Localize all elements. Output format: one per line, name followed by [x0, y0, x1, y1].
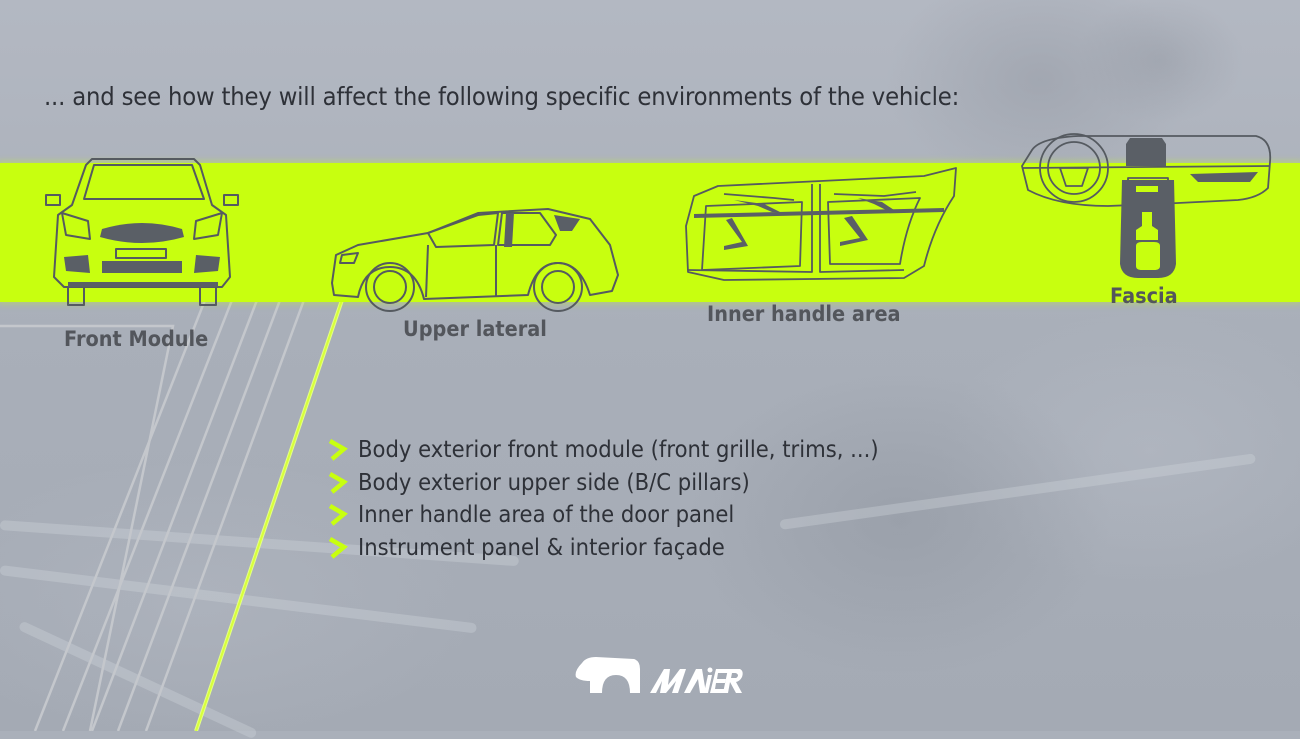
environment-label-upper-lateral: Upper lateral	[403, 317, 547, 341]
car-front-view-icon	[44, 157, 240, 307]
chevron-right-icon	[328, 439, 348, 461]
bullet-text: Body exterior upper side (B/C pillars)	[358, 469, 750, 496]
environment-label-inner-handle-area: Inner handle area	[707, 302, 901, 326]
bullet-item: Instrument panel & interior façade	[326, 532, 924, 565]
chevron-right-icon	[328, 536, 348, 559]
bullet-text: Body exterior front module (front grille…	[358, 437, 879, 464]
maier-logo	[572, 655, 744, 699]
dashboard-icon	[1018, 128, 1272, 280]
bullet-text: Instrument panel & interior façade	[358, 534, 725, 561]
bullet-item: Body exterior upper side (B/C pillars)	[326, 467, 924, 500]
bullet-text: Inner handle area of the door panel	[358, 502, 735, 529]
maier-bear-logo-icon	[575, 657, 743, 693]
door-panel-icon	[684, 166, 960, 286]
car-side-view-icon	[328, 205, 620, 313]
bullet-item: Inner handle area of the door panel	[326, 499, 924, 532]
chevron-right-icon	[328, 471, 348, 494]
bullet-item: Body exterior front module (front grille…	[326, 434, 924, 467]
environment-label-fascia: Fascia	[1110, 284, 1178, 308]
environment-bullet-list: Body exterior front module (front grille…	[326, 434, 924, 564]
decorative-lines	[0, 300, 344, 731]
slide-heading: ... and see how they will affect the fol…	[44, 82, 960, 111]
environments-highlight-band	[0, 163, 1300, 302]
environment-label-front-module: Front Module	[64, 327, 209, 351]
chevron-right-icon	[328, 504, 348, 526]
